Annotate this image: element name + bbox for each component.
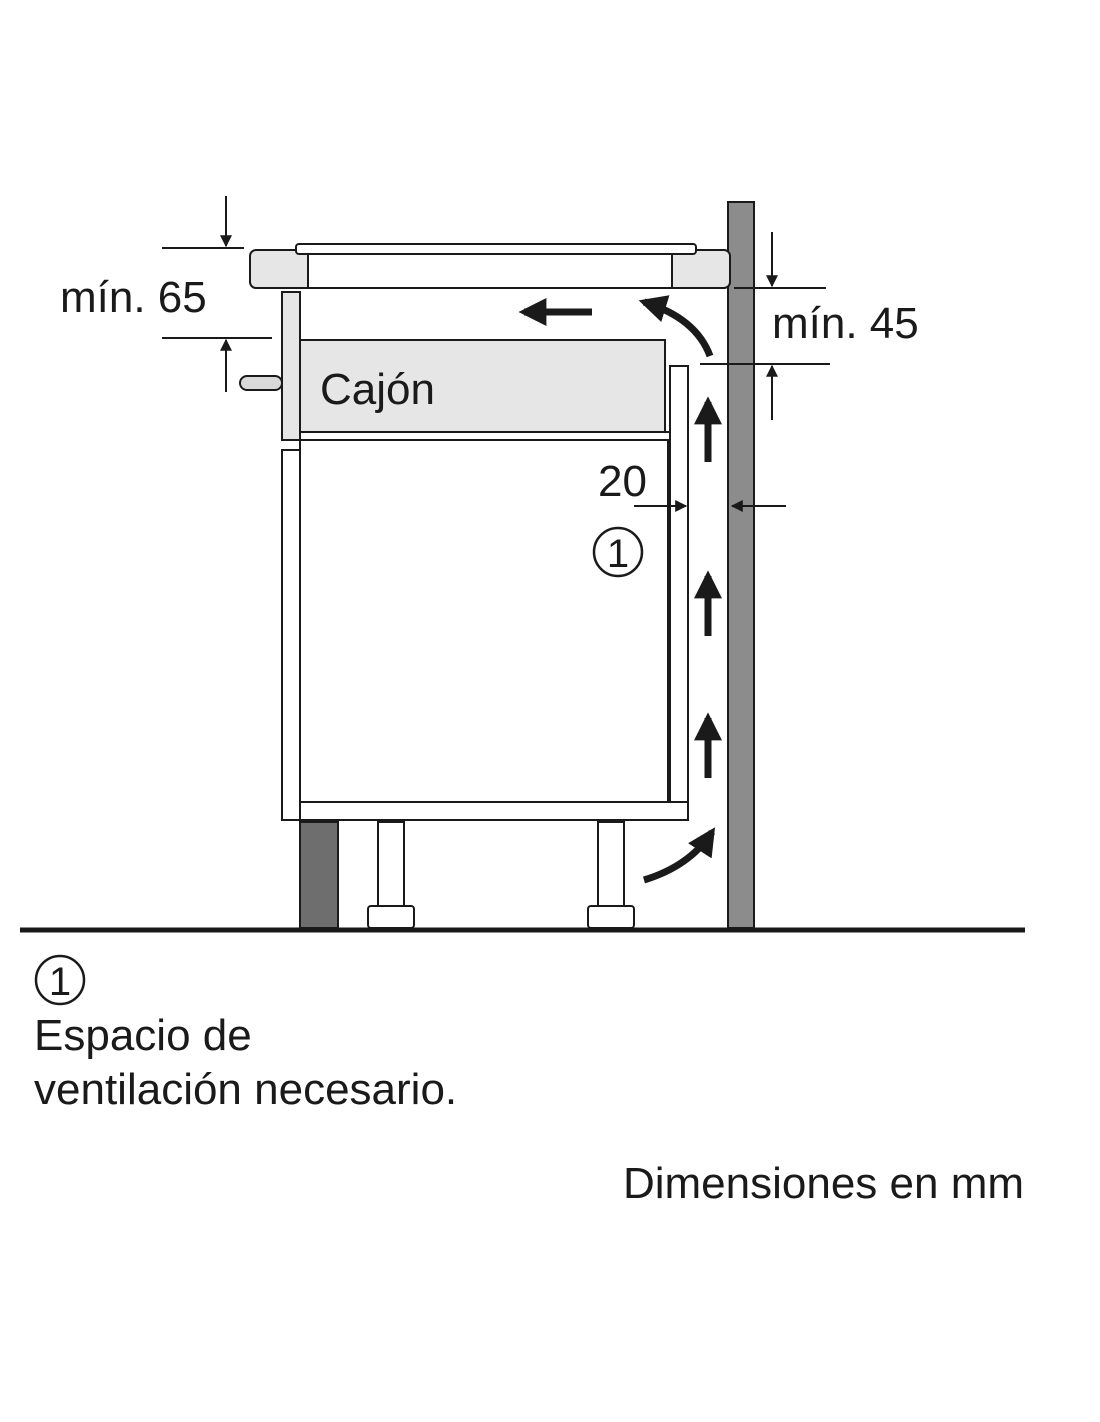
cooktop <box>249 243 731 289</box>
legend-text-line2: ventilación necesario. <box>34 1065 457 1114</box>
dimension-gap <box>700 232 830 420</box>
drawer-shelf <box>299 431 671 441</box>
airflow-arrow-curved-top <box>638 295 714 358</box>
svg-text:1: 1 <box>49 960 71 1004</box>
cabinet-leg <box>367 821 415 929</box>
dimension-vent-label: 20 <box>598 457 647 506</box>
dimension-top <box>162 196 272 392</box>
drawer <box>299 339 666 433</box>
drawer-handle <box>239 375 283 391</box>
cabinet-body <box>281 365 689 821</box>
units-note: Dimensiones en mm <box>623 1159 1024 1208</box>
cabinet-front-upper <box>281 291 301 441</box>
svg-text:1: 1 <box>607 532 629 576</box>
legend-marker: 1 <box>34 954 86 1006</box>
dimension-gap-label: mín. 45 <box>772 299 919 348</box>
legend-text-line1: Espacio de <box>34 1011 252 1060</box>
drawer-label: Cajón <box>320 365 435 414</box>
wall <box>727 201 755 929</box>
airflow-arrow-curved-bottom <box>642 827 716 884</box>
cabinet-leg <box>587 821 635 929</box>
callout-marker: 1 <box>592 526 644 578</box>
plinth <box>299 821 339 929</box>
dimension-top-label: mín. 65 <box>60 273 207 322</box>
